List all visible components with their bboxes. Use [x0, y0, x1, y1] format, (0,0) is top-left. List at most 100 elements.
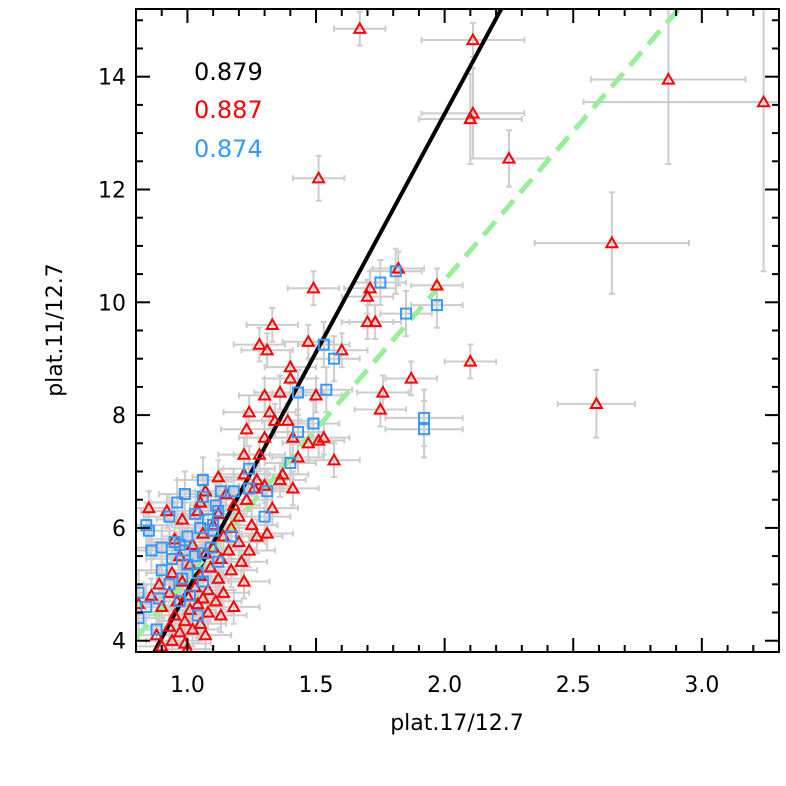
triangle-marker — [308, 387, 324, 401]
triangle-marker — [360, 314, 375, 328]
y-tick-label: 10 — [98, 291, 126, 316]
triangle-marker — [267, 413, 283, 426]
triangle-marker — [241, 542, 257, 556]
square-marker — [389, 265, 402, 278]
square-marker — [136, 586, 145, 599]
triangle-marker — [306, 280, 321, 294]
x-tick-label: 3.0 — [684, 673, 719, 698]
triangle-marker — [272, 385, 288, 398]
triangle-marker — [265, 317, 280, 330]
triangle-marker — [141, 500, 157, 514]
square-marker — [176, 572, 189, 585]
square-marker — [317, 338, 330, 351]
square-marker — [400, 307, 413, 320]
x-axis-label: plat.17/12.7 — [390, 711, 524, 736]
triangle-marker — [164, 633, 180, 646]
square-marker — [196, 490, 209, 503]
triangle-marker — [221, 542, 236, 556]
triangle-marker — [249, 472, 265, 486]
square-marker — [163, 510, 176, 523]
y-tick-label: 6 — [112, 517, 126, 542]
x-tick-label: 2.5 — [556, 673, 591, 698]
triangle-marker — [265, 500, 280, 514]
square-marker — [196, 473, 209, 486]
triangle-marker — [182, 602, 198, 615]
square-marker — [207, 524, 220, 537]
triangle-marker — [311, 432, 326, 446]
triangle-marker — [367, 314, 383, 328]
square-marker — [243, 462, 256, 475]
triangle-marker — [226, 599, 241, 613]
triangle-marker — [175, 573, 190, 587]
square-marker — [189, 550, 202, 563]
square-marker — [191, 609, 204, 622]
triangle-marker — [172, 624, 187, 638]
triangle-marker — [375, 385, 391, 398]
triangle-marker — [463, 354, 478, 367]
triangle-marker — [211, 506, 226, 519]
square-marker — [418, 423, 431, 436]
square-marker — [189, 507, 202, 520]
square-marker — [374, 276, 387, 289]
triangle-marker — [154, 599, 169, 613]
square-marker — [171, 496, 184, 509]
triangle-marker — [352, 21, 367, 34]
triangle-marker — [252, 337, 267, 350]
triangle-marker — [272, 472, 288, 486]
square-marker — [142, 524, 155, 537]
square-marker — [307, 417, 320, 430]
plot-area — [136, 9, 779, 652]
triangle-marker — [223, 562, 239, 576]
triangle-marker — [756, 94, 771, 108]
triangle-marker — [661, 71, 676, 85]
triangle-marker — [213, 607, 229, 621]
square-marker — [284, 457, 297, 470]
annotation-red: 0.887 — [194, 96, 263, 124]
triangle-marker — [198, 483, 213, 497]
y-axis-label: plat.11/12.7 — [43, 263, 68, 397]
triangle-marker — [167, 607, 182, 621]
data-markers — [136, 21, 771, 652]
triangle-marker — [200, 605, 216, 618]
triangle-marker — [290, 449, 306, 463]
square-marker — [173, 595, 186, 608]
triangle-marker — [301, 334, 316, 347]
triangle-marker — [257, 387, 272, 401]
x-tick-label: 2.0 — [427, 673, 462, 698]
triangle-marker — [301, 435, 316, 449]
square-marker — [320, 383, 333, 396]
square-marker — [225, 530, 238, 543]
triangle-marker — [151, 576, 167, 590]
triangle-marker — [249, 528, 265, 542]
square-marker — [181, 530, 194, 543]
square-marker — [150, 623, 163, 636]
square-marker — [178, 488, 191, 501]
triangle-marker — [241, 404, 257, 418]
triangle-marker — [604, 235, 620, 249]
axis-ticks — [135, 9, 780, 652]
x-tick-label: 1.0 — [170, 673, 205, 698]
triangle-marker — [181, 641, 194, 652]
triangle-marker — [211, 571, 226, 584]
annotation-black: 0.879 — [194, 58, 263, 86]
square-marker — [194, 521, 207, 534]
triangle-marker — [236, 447, 252, 460]
triangle-marker — [589, 396, 604, 409]
square-marker — [261, 485, 274, 498]
y-tick-label: 4 — [112, 630, 126, 655]
triangle-marker — [208, 593, 223, 607]
square-marker — [418, 411, 431, 424]
triangle-marker — [185, 537, 200, 550]
y-tick-label: 8 — [112, 404, 126, 429]
triangle-marker — [185, 621, 200, 635]
triangle-marker — [465, 32, 481, 46]
triangle-marker — [239, 421, 254, 435]
triangle-marker — [429, 277, 445, 291]
square-marker — [140, 600, 153, 613]
square-marker — [196, 575, 209, 588]
triangle-marker — [334, 342, 349, 356]
square-marker — [227, 485, 240, 498]
triangle-marker — [501, 150, 517, 164]
square-marker — [153, 592, 166, 605]
